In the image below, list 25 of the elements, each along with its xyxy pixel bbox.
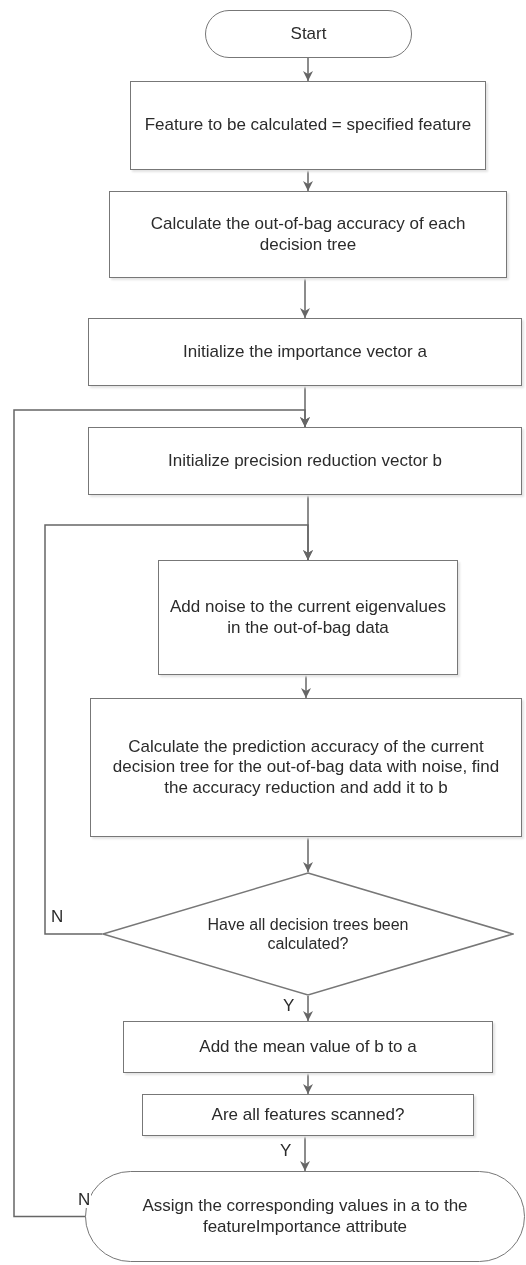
arrow <box>303 1072 313 1095</box>
process-box: Add the mean value of b to a <box>123 1021 493 1073</box>
process-box: Calculate the out-of-bag accuracy of each decision tree <box>109 191 507 278</box>
decision-text: Have all decision trees been calculated? <box>206 914 410 954</box>
start-terminator: Start <box>205 10 412 58</box>
arrow <box>303 836 313 873</box>
arrow <box>300 1135 310 1172</box>
arrow <box>303 995 313 1022</box>
process-box: Initialize precision reduction vector b <box>88 427 522 495</box>
arrow <box>303 57 313 82</box>
edge-label: Y <box>282 996 296 1014</box>
edge-label: N <box>77 1190 92 1208</box>
process-box: Feature to be calculated = specified feature <box>130 81 486 170</box>
arrow <box>44 524 313 935</box>
edge-label: Y <box>279 1141 293 1159</box>
arrow <box>301 674 311 699</box>
process-box: Are all features scanned? <box>142 1094 474 1136</box>
process-box: Initialize the importance vector a <box>88 318 522 386</box>
arrow <box>303 169 313 192</box>
arrow <box>13 409 310 1218</box>
edge-label: N <box>50 908 65 925</box>
decision-diamond <box>102 872 514 996</box>
arrow <box>300 277 310 319</box>
process-box: Calculate the prediction accuracy of the current decision tree for the out-of-bag data with noise, find the accuracy reduction and add it to b <box>90 698 522 837</box>
process-box: Add noise to the current eigenvalues in the out-of-bag data <box>158 560 458 675</box>
